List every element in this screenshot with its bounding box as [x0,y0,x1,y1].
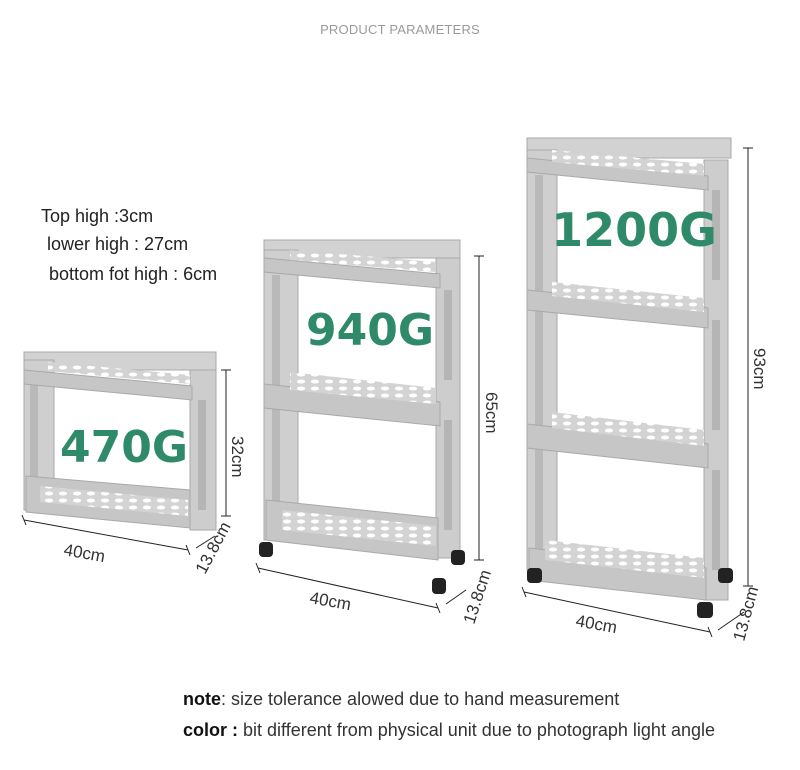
weight-label-940: 940G [306,305,434,356]
color-label: color : [183,720,239,740]
width-label-small: 40cm [62,540,106,566]
depth-label-medium: 13.8cm [460,567,495,626]
page-title: PRODUCT PARAMETERS [320,22,480,37]
rack-large [526,137,733,618]
note-label: note [183,689,221,709]
width-label-medium: 40cm [308,588,352,614]
dimension-lines-large [521,147,753,638]
height-label-large: 93cm [750,348,769,390]
height-label-small: 32cm [228,436,247,478]
note-text: : size tolerance alowed due to hand meas… [221,689,620,709]
depth-label-large: 13.8cm [730,584,763,643]
height-label-medium: 65cm [482,392,501,434]
spec-bottom-high: bottom fot high : 6cm [49,264,218,284]
weight-label-1200: 1200G [551,203,717,257]
spec-lower-high: lower high : 27cm [47,234,189,254]
weight-label-470: 470G [60,422,188,473]
note-line-size: note: size tolerance alowed due to hand … [183,689,619,710]
spec-top-high: Top high :3cm [41,206,154,226]
dimension-lines-small [21,369,231,556]
note-line-color: color : bit different from physical unit… [183,720,715,741]
color-text: bit different from physical unit due to … [238,720,715,740]
width-label-large: 40cm [574,611,618,637]
rack-medium [259,239,465,594]
dimension-lines-medium [255,255,484,614]
rack-small [23,351,217,531]
